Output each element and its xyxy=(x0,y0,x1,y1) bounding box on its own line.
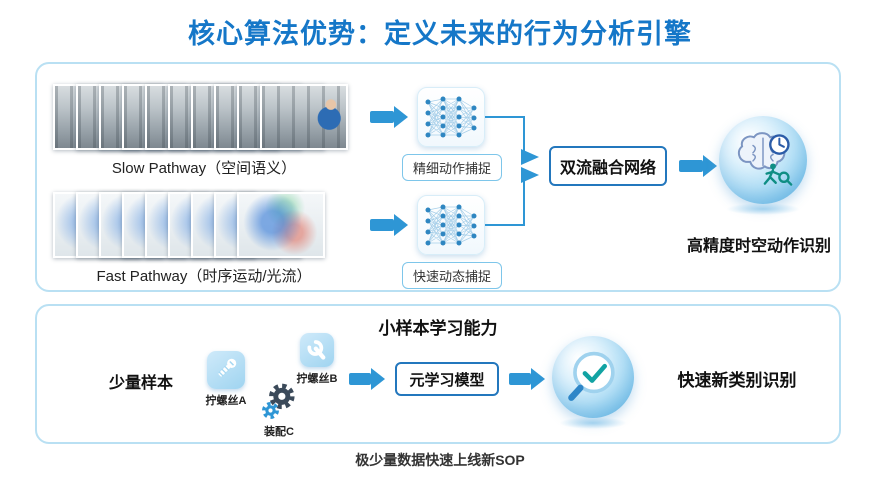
screw-icon xyxy=(218,358,237,377)
screw-tile xyxy=(207,351,245,389)
arrow-right-icon xyxy=(679,160,703,172)
magnifier-check-icon xyxy=(568,351,615,401)
dual-stream-result-label: 高精度时空动作识别 xyxy=(686,238,831,255)
fast-pathway-frame-stack xyxy=(53,192,355,262)
few-shot-title: 小样本学习能力 xyxy=(378,319,498,338)
gear-tile xyxy=(261,383,297,420)
sample-screw-a: 拧螺丝A xyxy=(194,351,258,408)
meta-learning-box: 元学习模型 xyxy=(395,362,499,396)
fast-pathway-label: Fast Pathway（时序运动/光流） xyxy=(96,268,312,285)
wrench-icon xyxy=(307,340,326,360)
neural-network-box-slow xyxy=(417,87,485,147)
neural-network-icon xyxy=(425,204,477,246)
arrow-right-icon xyxy=(349,373,371,385)
fusion-network-box: 双流融合网络 xyxy=(549,146,667,186)
sample-gear-c: 装配C xyxy=(247,383,311,439)
video-frame xyxy=(237,192,325,258)
neural-network-icon xyxy=(425,96,477,138)
arrow-right-icon xyxy=(509,373,531,385)
action-recognition-badge xyxy=(719,116,807,215)
arrow-right-icon xyxy=(370,219,394,231)
new-category-badge xyxy=(552,336,634,429)
dual-stream-panel: Slow Pathway（空间语义） 精细动作捕捉 Fast Pathway（时… xyxy=(35,62,841,292)
wrench-tile xyxy=(300,333,334,367)
gear-icon xyxy=(262,383,295,419)
video-frame xyxy=(260,84,348,150)
sample-label: 拧螺丝B xyxy=(296,373,338,385)
sample-label: 拧螺丝A xyxy=(205,395,247,407)
few-samples-label: 少量样本 xyxy=(109,375,174,392)
brain-clock-runner-icon xyxy=(737,132,793,186)
fast-dynamic-capture-label: 快速动态捕捉 xyxy=(402,262,503,289)
fine-action-capture-label: 精细动作捕捉 xyxy=(402,154,503,181)
few-shot-panel: 小样本学习能力 少量样本 拧螺丝A xyxy=(35,304,841,444)
slow-pathway-label: Slow Pathway（空间语义） xyxy=(111,160,297,177)
few-shot-result-label: 快速新类别识别 xyxy=(677,371,797,390)
bottom-caption: 极少量数据快速上线新SOP xyxy=(355,452,525,468)
sample-label: 装配C xyxy=(264,426,294,438)
neural-network-box-fast xyxy=(417,195,485,255)
page-title: 核心算法优势：定义未来的行为分析引擎 xyxy=(188,19,692,49)
arrow-right-icon xyxy=(370,111,394,123)
sample-wrench-b: 拧螺丝B xyxy=(285,333,349,386)
slow-pathway-frame-stack xyxy=(53,84,355,154)
